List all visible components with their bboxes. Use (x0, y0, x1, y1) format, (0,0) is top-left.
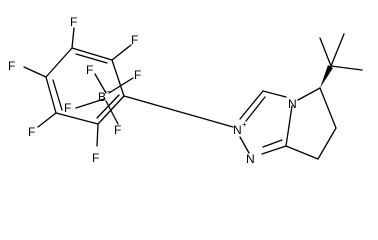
fluorine-label: F (86, 63, 93, 77)
negative-charge: − (106, 87, 111, 96)
ring-bond (285, 105, 293, 147)
fluorine-label: F (28, 125, 35, 139)
ring-bond (45, 47, 73, 78)
ring-bond (319, 87, 337, 129)
boron-label: B (98, 90, 106, 104)
c-f-bond (111, 44, 132, 61)
c-c-bond (330, 33, 345, 67)
tert-butyl-group (319, 33, 363, 71)
c-f-bond (71, 27, 75, 49)
stereo-wedge (320, 65, 333, 88)
positive-charge: + (242, 120, 247, 129)
structure-canvas: F F F F F B − F F F F (8, 15, 363, 166)
ring-bond (285, 145, 319, 160)
aryl-n-bond (123, 95, 234, 128)
c-f-bond (96, 123, 99, 147)
ring-double-bond (245, 96, 266, 122)
nitrogen-label: N (246, 152, 255, 166)
ring-double-bond (52, 79, 63, 111)
fluorine-label: F (134, 68, 141, 82)
ring-bond (71, 47, 113, 61)
nitrogen-cation-label: N (233, 123, 242, 137)
ring-bond (111, 59, 125, 97)
fluorine-label: F (131, 33, 138, 47)
fluorine-label: F (70, 15, 77, 29)
nitrogen-label: N (288, 97, 297, 111)
ring-bond (317, 127, 337, 160)
ring-bond (55, 112, 99, 125)
tetrafluoroborate-anion (75, 73, 134, 125)
ring-double-bond (96, 94, 120, 119)
fluorine-label: F (64, 101, 71, 115)
b-f-bond (105, 100, 119, 125)
ring-bond (239, 90, 264, 120)
fluorine-label: F (114, 123, 121, 137)
ring-bond (239, 136, 250, 154)
fluorine-label: F (8, 59, 15, 73)
c-f-bond (37, 112, 57, 128)
c-f-bond (23, 66, 47, 78)
ring-bond (262, 90, 287, 98)
b-f-bond (75, 98, 105, 109)
pentafluorophenyl-ring (23, 27, 132, 147)
chemical-structure-diagram: F F F F F B − F F F F (8, 15, 363, 166)
b-f-bond (108, 77, 134, 94)
triazolium-core (239, 90, 293, 155)
ring-bond (297, 87, 321, 101)
c-c-bond (319, 37, 332, 67)
ring-double-bond (75, 53, 108, 64)
fluorine-label: F (92, 151, 99, 165)
ring-bond (45, 76, 57, 114)
b-f-bond (94, 73, 107, 94)
ring-double-bond (262, 139, 283, 148)
c-c-bond (330, 65, 363, 71)
pyrrolidine-ring (285, 87, 337, 160)
ring-bond (261, 145, 287, 155)
